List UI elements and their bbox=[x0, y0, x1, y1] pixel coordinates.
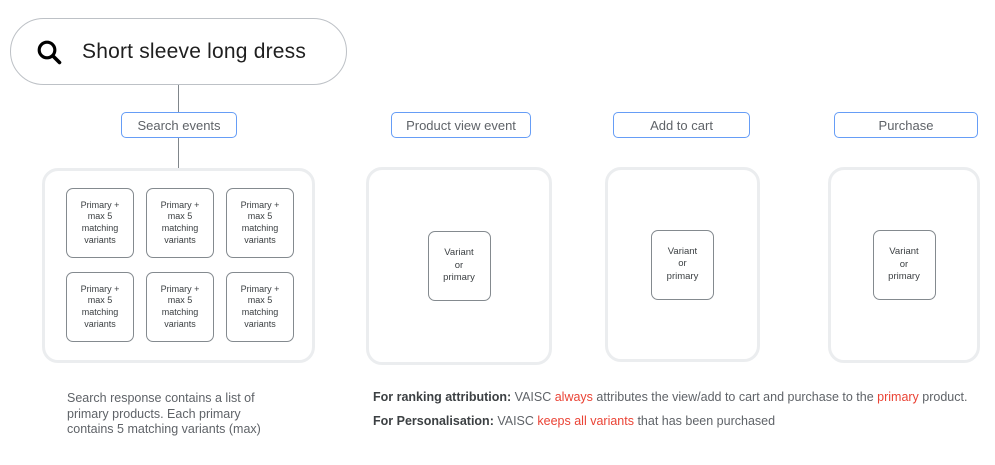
ranking-note-post: product. bbox=[918, 390, 968, 404]
search-icon bbox=[35, 38, 63, 66]
purchase-button[interactable]: Purchase bbox=[834, 112, 978, 138]
ranking-note-pre: VAISC bbox=[511, 390, 555, 404]
product-view-event-button[interactable]: Product view event bbox=[391, 112, 531, 138]
connector-search-events-to-container bbox=[178, 138, 179, 168]
primary-variants-box: Primary + max 5 matching variants bbox=[66, 188, 134, 258]
personalisation-note: For Personalisation: VAISC keeps all var… bbox=[373, 414, 775, 428]
personalisation-note-bold: For Personalisation: bbox=[373, 414, 494, 428]
search-query-text: Short sleeve long dress bbox=[82, 39, 307, 63]
primary-variants-box: Primary + max 5 matching variants bbox=[226, 272, 294, 342]
search-input[interactable]: Short sleeve long dress bbox=[10, 18, 347, 85]
personalisation-note-red: keeps all variants bbox=[537, 414, 634, 428]
ranking-note-bold: For ranking attribution: bbox=[373, 390, 512, 404]
ranking-note-red-always: always bbox=[554, 390, 593, 404]
variant-or-primary-box: Variant or primary bbox=[427, 231, 491, 301]
primary-variants-box: Primary + max 5 matching variants bbox=[226, 188, 294, 258]
search-events-container: Primary + max 5 matching variants Primar… bbox=[42, 168, 315, 363]
add-to-cart-container: Variant or primary bbox=[605, 167, 760, 362]
primary-variants-box: Primary + max 5 matching variants bbox=[146, 188, 214, 258]
ranking-note-red-primary: primary bbox=[877, 390, 919, 404]
personalisation-note-pre: VAISC bbox=[493, 414, 538, 428]
search-events-button[interactable]: Search events bbox=[121, 112, 237, 138]
product-view-container: Variant or primary bbox=[366, 167, 552, 365]
primary-variants-box: Primary + max 5 matching variants bbox=[66, 272, 134, 342]
add-to-cart-button[interactable]: Add to cart bbox=[613, 112, 750, 138]
primary-variants-box: Primary + max 5 matching variants bbox=[146, 272, 214, 342]
variant-or-primary-box: Variant or primary bbox=[872, 230, 936, 300]
connector-searchbar-to-search-events bbox=[178, 85, 179, 112]
ranking-attribution-note: For ranking attribution: VAISC always at… bbox=[373, 390, 967, 404]
purchase-container: Variant or primary bbox=[828, 167, 980, 363]
ranking-note-mid: attributes the view/add to cart and purc… bbox=[592, 390, 878, 404]
variant-or-primary-box: Variant or primary bbox=[651, 229, 714, 300]
personalisation-note-post: that has been purchased bbox=[633, 414, 776, 428]
search-response-note: Search response contains a list of prima… bbox=[67, 391, 261, 436]
